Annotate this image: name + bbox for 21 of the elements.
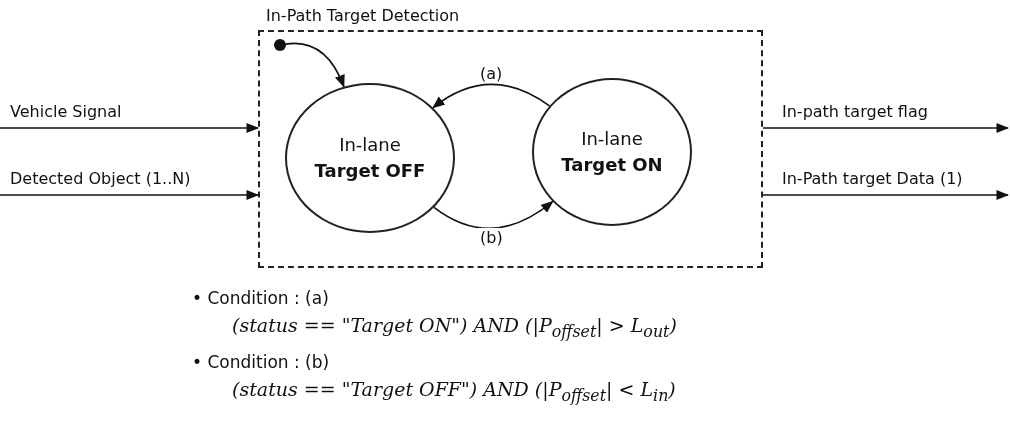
state-label: In-lane [339,133,401,157]
state-label: In-lane [581,127,643,151]
arrow [762,189,1010,201]
arrow [285,42,345,88]
edge-label: Detected Object (1..N) [8,169,193,188]
state-name: Target ON [561,153,663,177]
condition-heading: • Condition : (a) [192,288,329,308]
condition-formula: (status == "Target OFF") AND (|P$_{offset}$| < L$_{in}$) [232,378,676,405]
condition-formula: (status == "Target ON") AND (|P$_{offset}$| > L$_{out}$) [232,314,677,341]
state-name: Target OFF [314,159,426,183]
block-title: In-Path Target Detection [266,6,460,25]
condition-heading: • Condition : (b) [192,352,330,372]
arrow [0,189,260,201]
arrow [433,200,554,229]
arrow [431,83,551,109]
arrow [0,122,260,134]
arrow [762,122,1010,134]
edge-label: In-Path target Data (1) [780,169,965,188]
start-dot [274,39,286,51]
edge-label: (b) [478,228,505,247]
edge-label: In-path target flag [780,102,930,121]
